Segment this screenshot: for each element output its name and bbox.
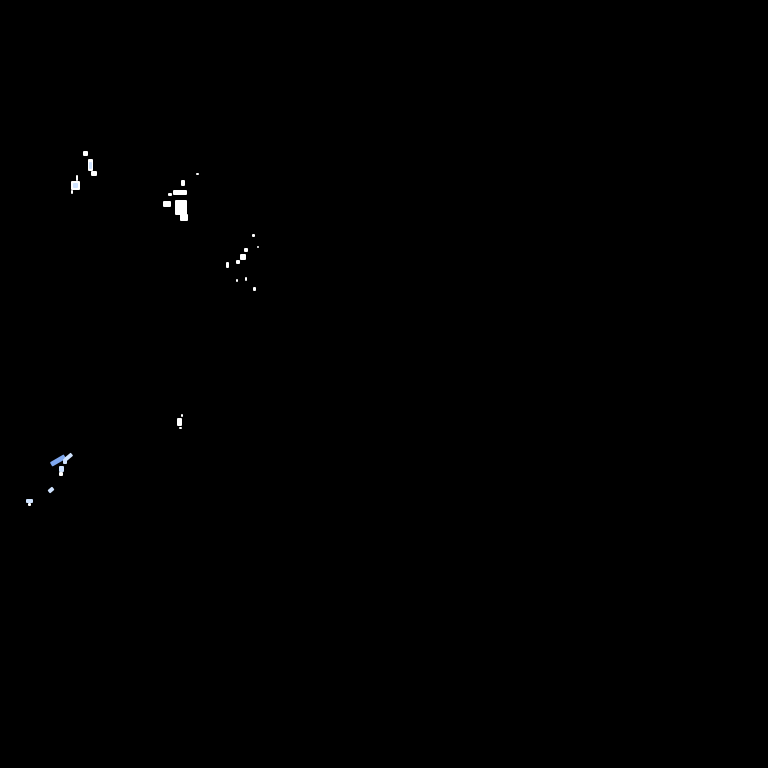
- mask-blob: [245, 277, 247, 281]
- mask-blob: [89, 162, 92, 169]
- mask-blob: [244, 248, 248, 252]
- mask-blob: [175, 200, 187, 215]
- mask-blob: [26, 499, 33, 503]
- mask-blob: [83, 151, 88, 156]
- mask-blob: [177, 418, 182, 426]
- mask-blob: [28, 503, 31, 506]
- mask-blob: [173, 190, 187, 195]
- mask-blob: [91, 171, 97, 176]
- mask-blob: [180, 214, 188, 221]
- mask-blob: [181, 414, 183, 417]
- mask-blob: [236, 279, 238, 282]
- mask-blob: [73, 183, 78, 188]
- mask-blob: [196, 173, 199, 175]
- mask-blob: [179, 427, 182, 429]
- mask-blob: [163, 201, 171, 207]
- mask-blob: [226, 262, 229, 268]
- mask-blob: [181, 180, 185, 186]
- mask-blob: [253, 287, 256, 291]
- mask-blob: [240, 254, 246, 260]
- mask-blob: [63, 459, 67, 464]
- mask-blob: [59, 472, 63, 476]
- mask-blob: [71, 190, 73, 194]
- mask-blob: [168, 193, 172, 196]
- mask-blob: [236, 260, 240, 264]
- mask-blob: [47, 486, 55, 494]
- mask-blob: [252, 234, 255, 237]
- mask-blob: [76, 175, 78, 181]
- mask-blob: [257, 246, 259, 248]
- mask-blob: [59, 466, 64, 472]
